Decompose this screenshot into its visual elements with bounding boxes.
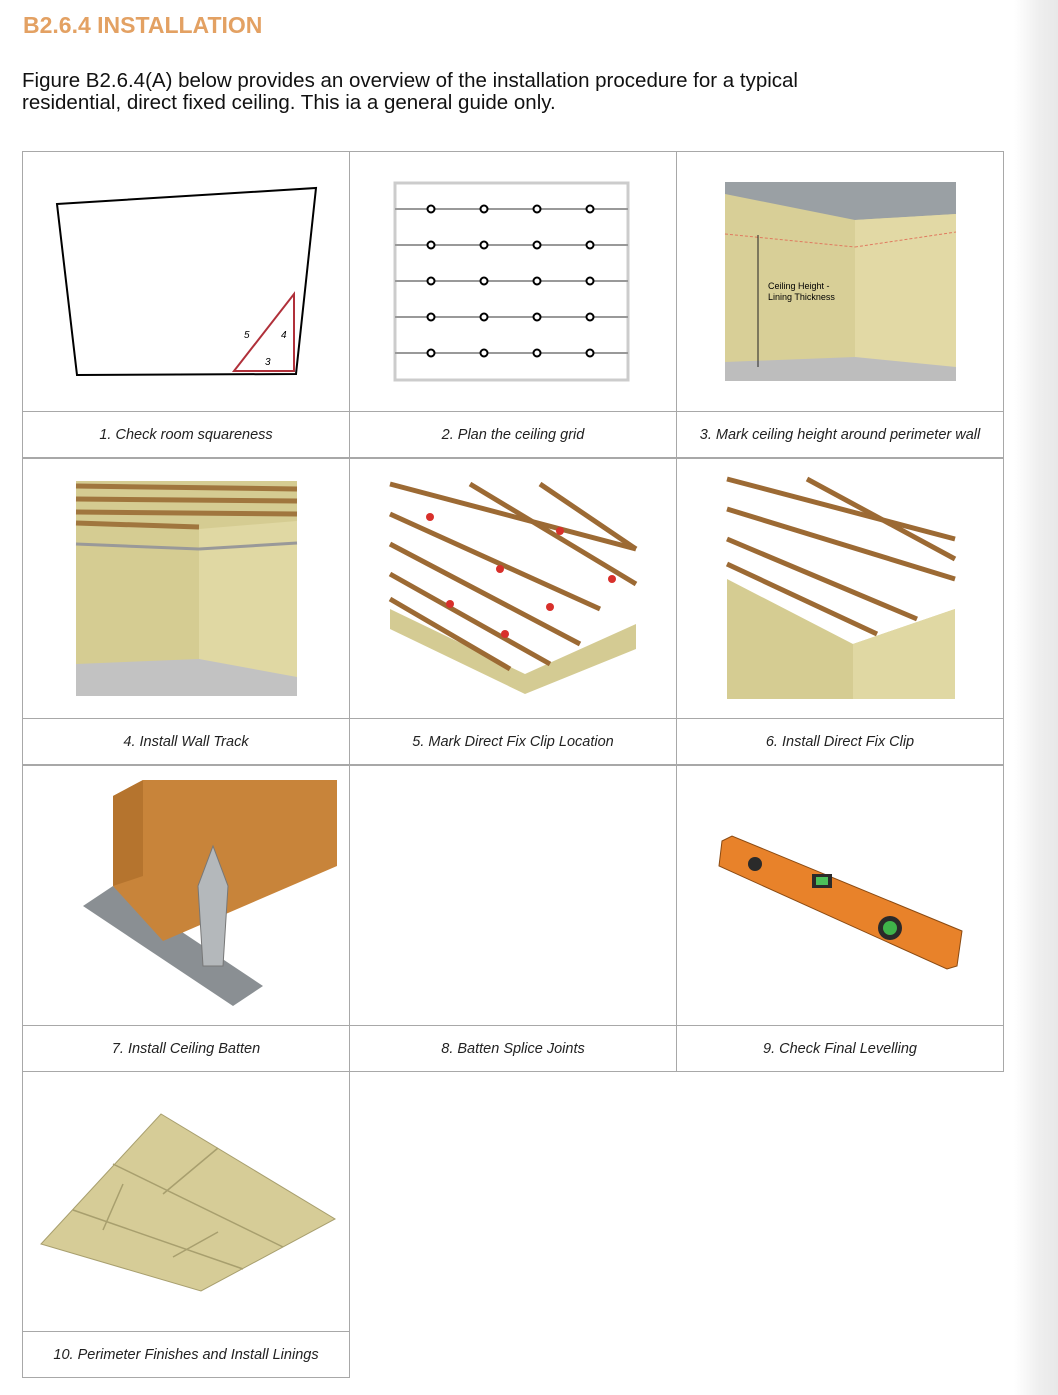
step-2-caption: 2. Plan the ceiling grid	[349, 411, 677, 458]
wall-track-diagram	[75, 481, 298, 696]
step-6-caption: 6. Install Direct Fix Clip	[676, 718, 1004, 765]
step-3-image: Ceiling Height - Lining Thickness	[676, 151, 1004, 412]
ceiling-grid-diagram	[393, 181, 630, 382]
step-1-image: 5 4 3	[22, 151, 350, 412]
spirit-level-icon	[718, 835, 963, 970]
ceiling-height-label: Ceiling Height -	[768, 281, 830, 291]
step-4-image	[22, 458, 350, 719]
room-squareness-diagram: 5 4 3	[55, 186, 318, 377]
step-9-image	[676, 765, 1004, 1026]
ceiling-height-diagram: Ceiling Height - Lining Thickness	[724, 182, 957, 381]
step-10-caption: 10. Perimeter Finishes and Install Linin…	[22, 1331, 350, 1378]
step-8-caption: 8. Batten Splice Joints	[349, 1025, 677, 1072]
lining-thickness-label: Lining Thickness	[768, 292, 835, 302]
step-3-caption: 3. Mark ceiling height around perimeter …	[676, 411, 1004, 458]
label-3: 3	[265, 357, 271, 368]
step-10-image	[22, 1071, 350, 1332]
step-4-caption: 4. Install Wall Track	[22, 718, 350, 765]
page-edge-shadow	[1014, 0, 1058, 1395]
step-6-image	[676, 458, 1004, 719]
step-1-caption: 1. Check room squareness	[22, 411, 350, 458]
step-7-image	[22, 765, 350, 1026]
direct-fix-clip-diagram	[725, 476, 957, 699]
step-9-caption: 9. Check Final Levelling	[676, 1025, 1004, 1072]
ceiling-batten-diagram	[83, 780, 337, 1006]
step-5-image	[349, 458, 677, 719]
step-8-image	[349, 765, 677, 1026]
section-heading: B2.6.4 INSTALLATION	[23, 12, 263, 38]
label-5: 5	[244, 330, 250, 341]
intro-paragraph: Figure B2.6.4(A) below provides an overv…	[22, 69, 798, 114]
step-7-caption: 7. Install Ceiling Batten	[22, 1025, 350, 1072]
ceiling-linings-diagram	[40, 1113, 337, 1292]
label-4: 4	[281, 330, 287, 341]
step-2-image	[349, 151, 677, 412]
clip-location-diagram	[388, 481, 638, 694]
step-5-caption: 5. Mark Direct Fix Clip Location	[349, 718, 677, 765]
